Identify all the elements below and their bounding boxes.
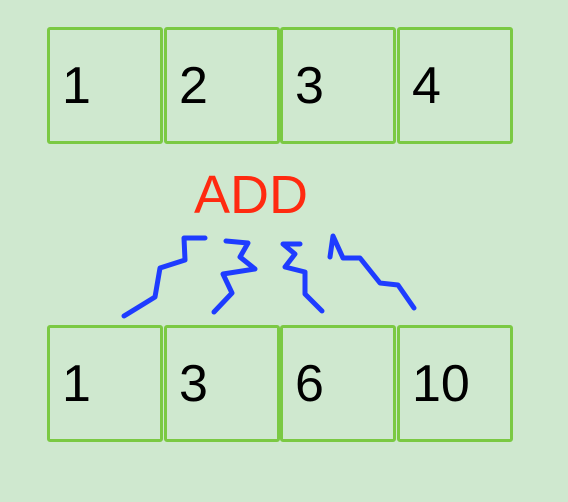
output-value-2: 3 xyxy=(179,355,208,413)
output-cell-2: 3 xyxy=(164,325,280,442)
connector-line-1 xyxy=(121,235,208,319)
output-value-3: 6 xyxy=(295,355,324,413)
connector-line-4 xyxy=(327,233,417,311)
input-cell-4: 4 xyxy=(397,27,513,144)
input-cell-1: 1 xyxy=(47,27,163,144)
input-value-4: 4 xyxy=(412,57,441,115)
output-value-4: 10 xyxy=(412,355,470,413)
output-cell-1: 1 xyxy=(47,325,163,442)
input-value-1: 1 xyxy=(62,57,91,115)
input-cell-2: 2 xyxy=(164,27,280,144)
connector-line-3 xyxy=(280,241,325,314)
input-cell-3: 3 xyxy=(280,27,396,144)
output-cell-3: 6 xyxy=(280,325,396,442)
connector-line-2 xyxy=(211,238,258,315)
output-cell-4: 10 xyxy=(397,325,513,442)
input-value-3: 3 xyxy=(295,57,324,115)
output-value-1: 1 xyxy=(62,355,91,413)
output-array: 1 3 6 10 xyxy=(47,325,513,442)
input-value-2: 2 xyxy=(179,57,208,115)
input-array: 1 2 3 4 xyxy=(47,27,513,144)
operation-label: ADD xyxy=(194,165,309,225)
